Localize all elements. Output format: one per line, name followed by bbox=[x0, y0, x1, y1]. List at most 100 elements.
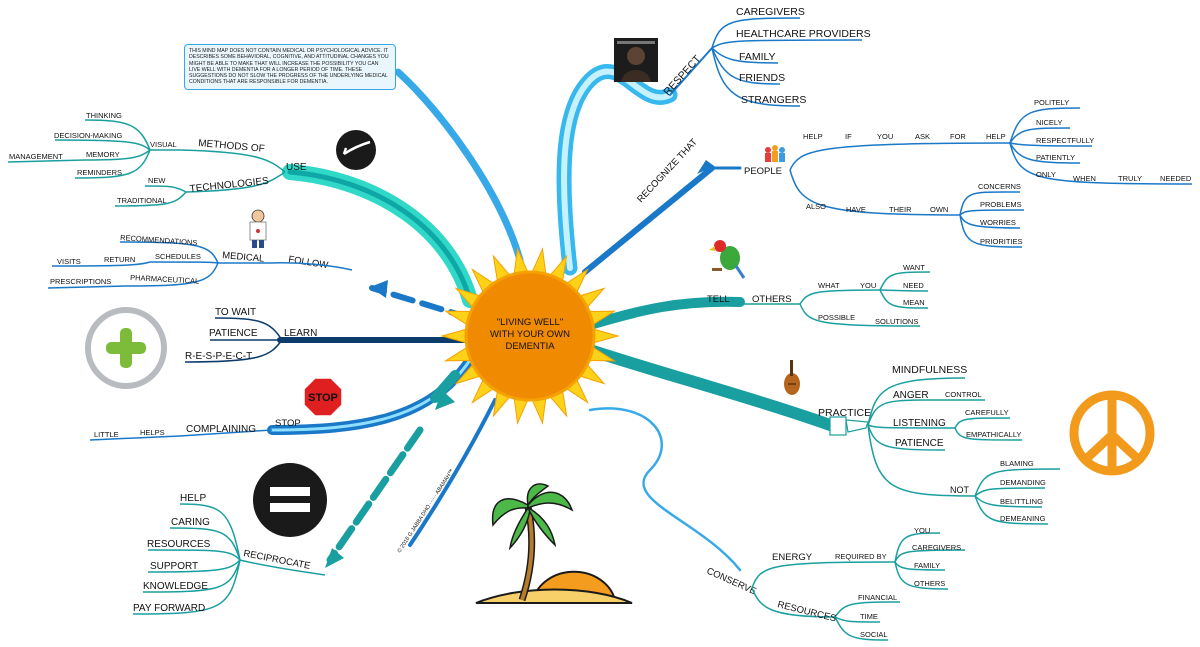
resources-label: RESOURCES bbox=[776, 599, 837, 624]
reciprocate-item: SUPPORT bbox=[150, 561, 198, 572]
center-line-2: WITH YOUR OWN bbox=[490, 329, 570, 340]
listening-sub: CAREFULLY bbox=[965, 408, 1009, 417]
you-item: NEED bbox=[903, 281, 924, 290]
resource-item: FINANCIAL bbox=[858, 593, 897, 602]
energy-item: OTHERS bbox=[914, 579, 945, 588]
only-word: NEEDED bbox=[1160, 174, 1192, 183]
center-line-3: DEMENTIA bbox=[505, 341, 555, 352]
not-item: DEMEANING bbox=[1000, 514, 1046, 523]
own-item: CONCERNS bbox=[978, 182, 1021, 191]
help-word: HELP bbox=[803, 132, 823, 141]
center-line-1: "LIVING WELL" bbox=[497, 317, 563, 328]
practice-branch: PRACTICE MINDFULNESS ANGER CONTROL LISTE… bbox=[784, 360, 1061, 525]
help-item: POLITELY bbox=[1034, 98, 1069, 107]
prescriptions-label: PRESCRIPTIONS bbox=[50, 277, 111, 286]
pointing-hand-icon bbox=[829, 416, 869, 436]
return-label: RETURN bbox=[104, 255, 135, 264]
not-item: BELITTLING bbox=[1000, 497, 1043, 506]
parrot-icon bbox=[709, 240, 746, 279]
practice-label: PRACTICE bbox=[818, 407, 871, 419]
solutions-label: SOLUTIONS bbox=[875, 317, 918, 326]
arrow-follow-icon bbox=[370, 280, 388, 298]
resource-item: SOCIAL bbox=[860, 630, 888, 639]
follow-branch: FOLLOW MEDICAL RECOMMENDATIONS SCHEDULES… bbox=[47, 209, 353, 289]
tell-branch: TELL OTHERS WHAT YOU WANT NEED MEAN POSS… bbox=[707, 240, 931, 327]
help-item: RESPECTFULLY bbox=[1036, 136, 1094, 145]
sun-ray bbox=[591, 327, 620, 345]
violin-icon bbox=[784, 360, 800, 395]
to-wait-label: TO WAIT bbox=[215, 307, 256, 318]
conserve-branch: CONSERVE ENERGY REQUIRED BY YOU CAREGIVE… bbox=[705, 526, 966, 641]
not-item: DEMANDING bbox=[1000, 478, 1046, 487]
respect-spelled-label: R-E-S-P-E-C-T bbox=[185, 351, 252, 362]
visual-item: MEMORY bbox=[86, 150, 120, 159]
management-label: MANAGEMENT bbox=[9, 152, 63, 161]
respect-item: CAREGIVERS bbox=[736, 6, 805, 18]
reciprocate-item: RESOURCES bbox=[147, 539, 211, 550]
little-label: LITTLE bbox=[94, 430, 119, 439]
visits-label: VISITS bbox=[57, 257, 81, 266]
stop-sign-icon: STOP bbox=[303, 377, 343, 417]
help-item: PATIENTLY bbox=[1036, 153, 1075, 162]
people-group-icon bbox=[765, 145, 785, 162]
also-word: OWN bbox=[930, 205, 948, 214]
reciprocate-item: CARING bbox=[171, 517, 210, 528]
also-word: HAVE bbox=[846, 205, 866, 214]
energy-label: ENERGY bbox=[772, 552, 813, 563]
you-item: MEAN bbox=[903, 298, 925, 307]
not-item: BLAMING bbox=[1000, 459, 1034, 468]
required-by-label: REQUIRED BY bbox=[835, 552, 887, 561]
own-item: PRIORITIES bbox=[980, 237, 1023, 246]
recognize-branch: RECOGNIZE THAT PEOPLE HELP IF YOU ASK FO… bbox=[635, 98, 1193, 248]
sun-center: "LIVING WELL" WITH YOUR OWN DEMENTIA bbox=[440, 247, 620, 425]
learn-branch: LEARN TO WAIT PATIENCE R-E-S-P-E-C-T bbox=[85, 307, 317, 389]
help-item: NICELY bbox=[1036, 118, 1063, 127]
recommendations-label: RECOMMENDATIONS bbox=[120, 233, 198, 247]
use-label: USE bbox=[286, 162, 307, 173]
arrow-recognize-icon bbox=[697, 160, 714, 174]
help-word: IF bbox=[845, 132, 852, 141]
you-item: WANT bbox=[903, 263, 925, 272]
reciprocate-item: HELP bbox=[180, 493, 206, 504]
anger-sub: CONTROL bbox=[945, 390, 982, 399]
arrow-reciprocate-icon bbox=[325, 548, 344, 568]
plus-icon bbox=[85, 307, 167, 389]
visual-item: REMINDERS bbox=[77, 168, 122, 177]
respect-item: FAMILY bbox=[739, 51, 776, 63]
reciprocate-item: KNOWLEDGE bbox=[143, 581, 208, 592]
helps-label: HELPS bbox=[140, 428, 165, 437]
energy-item: FAMILY bbox=[914, 561, 940, 570]
visual-label: VISUAL bbox=[150, 140, 177, 149]
only-word: TRULY bbox=[1118, 174, 1142, 183]
respect-item: STRANGERS bbox=[741, 94, 806, 106]
schedules-label: SCHEDULES bbox=[155, 252, 201, 261]
doctor-icon bbox=[249, 209, 267, 248]
stop-sign-text: STOP bbox=[308, 392, 338, 404]
medical-label: MEDICAL bbox=[222, 250, 265, 265]
recognize-label: RECOGNIZE THAT bbox=[635, 137, 700, 205]
respect-item: FRIENDS bbox=[739, 72, 785, 84]
help-word: HELP bbox=[986, 132, 1006, 141]
practice-item: ANGER bbox=[893, 390, 929, 401]
also-word: THEIR bbox=[889, 205, 912, 214]
practice-item: NOT bbox=[950, 485, 970, 495]
own-item: PROBLEMS bbox=[980, 200, 1022, 209]
practice-item: PATIENCE bbox=[895, 438, 944, 449]
practice-item: MINDFULNESS bbox=[892, 364, 967, 376]
people-label: PEOPLE bbox=[744, 166, 782, 177]
visual-item: DECISION-MAKING bbox=[54, 131, 123, 140]
technologies-label: TECHNOLOGIES bbox=[189, 176, 270, 195]
tell-label: TELL bbox=[707, 294, 730, 305]
learn-label: LEARN bbox=[284, 328, 317, 339]
peace-sign-icon bbox=[1069, 390, 1155, 476]
others-label: OTHERS bbox=[752, 294, 792, 305]
possible-label: POSSIBLE bbox=[818, 313, 855, 322]
own-item: WORRIES bbox=[980, 218, 1016, 227]
conserve-label: CONSERVE bbox=[705, 566, 758, 598]
you-label: YOU bbox=[860, 281, 876, 290]
only-word: WHEN bbox=[1073, 174, 1096, 183]
energy-item: CAREGIVERS bbox=[912, 543, 961, 552]
respect-label: RESPECT bbox=[661, 53, 703, 98]
listening-sub: EMPATHICALLY bbox=[966, 430, 1021, 439]
